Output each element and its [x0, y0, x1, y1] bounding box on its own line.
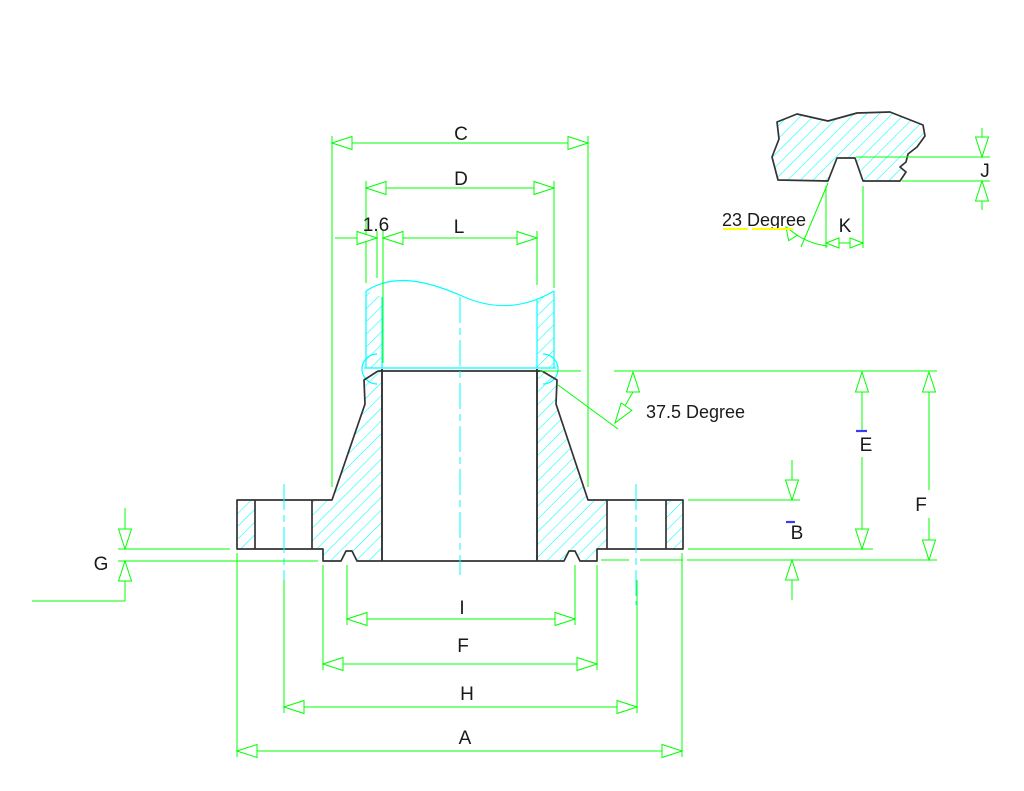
rim-right-hatch [666, 500, 683, 549]
detail-blob-hatch [772, 112, 925, 181]
detail-view-groove: J K 23 Degree [722, 111, 990, 249]
dim-label-I: I [459, 598, 464, 619]
dim-label-H: H [460, 684, 474, 705]
neck-wall-right-hatch [537, 291, 554, 368]
dim-label-wall-land: 1.6 [363, 215, 389, 236]
dim-label-C: C [454, 124, 468, 145]
dimension-F-overall: F [601, 371, 937, 561]
dim-label-A: A [459, 728, 472, 749]
hub-left-hatch [312, 369, 382, 561]
break-line-curve [365, 279, 555, 307]
annotation-groove-angle: 23 Degree [722, 182, 829, 248]
dimension-C: C [331, 124, 589, 487]
annotation-bevel-angle: 37.5 Degree [540, 370, 937, 430]
dimension-H: H [283, 580, 638, 714]
dimension-J: J [856, 128, 990, 210]
dim-label-bevel-angle: 37.5 Degree [646, 402, 745, 422]
dim-label-L: L [454, 217, 465, 238]
dimension-E: E [688, 371, 873, 550]
dimension-K: K [825, 186, 864, 249]
dim-label-G: G [94, 554, 109, 575]
dim-label-F-overall: F [915, 495, 927, 516]
rim-left-hatch [237, 500, 255, 549]
dim-label-F-raised-face: F [457, 636, 469, 657]
dimension-A: A [236, 553, 683, 758]
dim-label-groove-angle: 23 Degree [722, 210, 806, 230]
dimension-B: B [688, 460, 803, 600]
dim-label-J: J [980, 161, 990, 182]
dimension-I: I [346, 565, 576, 626]
dimension-G: G [32, 508, 318, 602]
dimension-F-raised-face: F [322, 565, 598, 671]
detail-blob-outline [771, 111, 926, 182]
dimension-wall-land-1point6: 1.6 [335, 215, 389, 363]
dim-label-K: K [839, 216, 852, 237]
dim-label-D: D [454, 169, 468, 190]
main-view-flange-section: C D 1.6 L [32, 124, 937, 758]
hub-right-hatch [537, 369, 607, 561]
dim-label-E: E [860, 435, 873, 456]
dimension-D: D [365, 169, 555, 288]
weld-toe-arc-left [361, 353, 378, 385]
weld-toe-arc-right [542, 353, 559, 385]
section-hatching [237, 291, 683, 561]
neck-wall-left-hatch [366, 291, 382, 368]
dimension-L: L [382, 217, 538, 285]
dim-label-B: B [791, 523, 804, 544]
pipe-neck [361, 279, 559, 385]
